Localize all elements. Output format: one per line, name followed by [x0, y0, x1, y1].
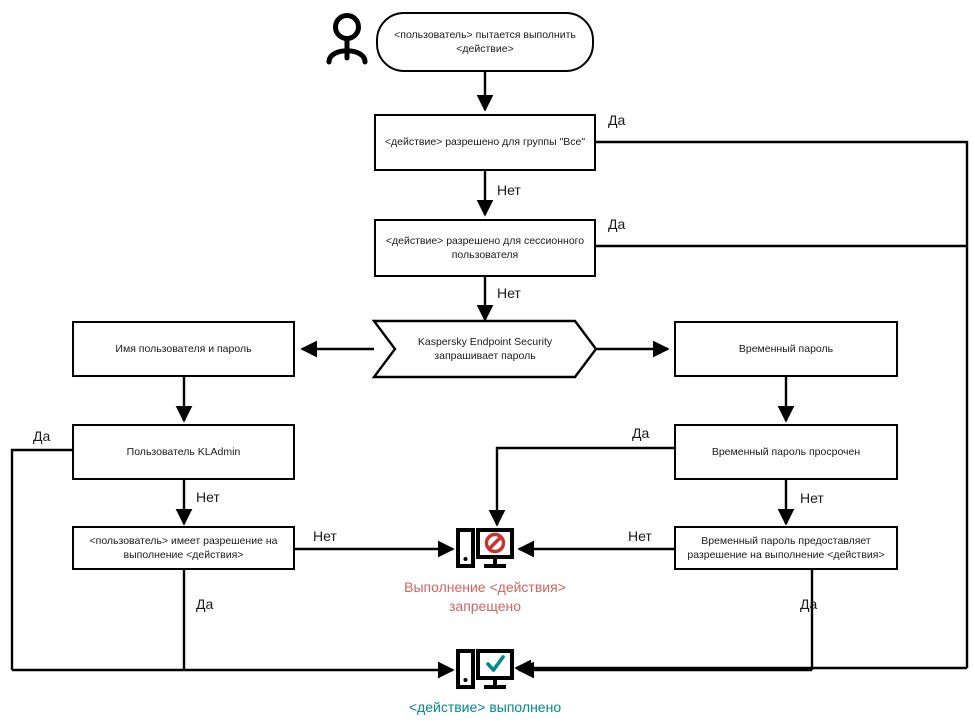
computer-allowed-icon: [456, 647, 514, 695]
edge-label-permission-no: Нет: [313, 528, 337, 544]
edge-label-grants-no: Нет: [628, 528, 652, 544]
edge-expired-yes-to-denied: [488, 446, 674, 527]
allowed-terminal-label-line1: <действие> выполнено: [408, 699, 562, 715]
node-temp-password-expired[interactable]: Временный пароль просрочен: [674, 424, 898, 480]
edge-label-grants-yes: Да: [800, 596, 818, 612]
node-allowed-everyone[interactable]: <действие> разрешено для группы "Все": [374, 114, 596, 171]
edge-label-session-no: Нет: [497, 285, 521, 301]
node-allowed-session-user-label: <действие> разрешено для сессионного пол…: [385, 234, 585, 261]
node-temp-password-expired-label: Временный пароль просрочен: [711, 445, 861, 458]
edge-label-kladmin-no: Нет: [196, 489, 220, 505]
edge-label-permission-yes: Да: [196, 596, 214, 612]
computer-denied-icon: [456, 526, 514, 574]
edge-label-expired-no: Нет: [800, 490, 824, 506]
node-start[interactable]: <пользователь> пытается выполнить <дейст…: [376, 12, 594, 72]
node-user-has-permission-label: <пользователь> имеет разрешение на выпол…: [89, 534, 278, 561]
node-temporary-password-label: Временный пароль: [738, 342, 834, 355]
allowed-terminal-label: <действие> выполнено: [385, 698, 585, 717]
node-temporary-password[interactable]: Временный пароль: [674, 321, 898, 377]
denied-terminal-label: Выполнение <действия> запрещено: [385, 578, 585, 616]
node-allowed-everyone-label: <действие> разрешено для группы "Все": [384, 136, 586, 149]
edge-everyone-yes-rail: [596, 140, 969, 668]
edge-label-session-yes: Да: [608, 216, 626, 232]
node-start-label: <пользователь> пытается выполнить <дейст…: [394, 28, 576, 55]
node-allowed-session-user[interactable]: <действие> разрешено для сессионного пол…: [374, 219, 596, 277]
node-kladmin-user[interactable]: Пользователь KLAdmin: [72, 424, 295, 480]
node-kes-asks-password[interactable]: Kaspersky Endpoint Security запрашивает …: [395, 321, 575, 377]
denied-terminal-label-line2: запрещено: [448, 597, 522, 614]
node-username-password-label: Имя пользователя и пароль: [115, 342, 252, 355]
node-temp-password-grants-label: Временный пароль предоставляет разрешени…: [687, 534, 885, 561]
node-temp-password-grants[interactable]: Временный пароль предоставляет разрешени…: [674, 526, 898, 570]
node-kes-asks-password-label: Kaspersky Endpoint Security запрашивает …: [417, 335, 553, 362]
edge-label-kladmin-yes: Да: [33, 428, 51, 444]
edge-label-everyone-no: Нет: [497, 182, 521, 198]
user-actor-icon: [322, 10, 372, 65]
edge-label-everyone-yes: Да: [608, 112, 626, 128]
node-user-has-permission[interactable]: <пользователь> имеет разрешение на выпол…: [72, 526, 295, 570]
node-kladmin-user-label: Пользователь KLAdmin: [126, 445, 241, 458]
denied-terminal-label-line1: Выполнение <действия>: [404, 579, 566, 595]
node-username-password[interactable]: Имя пользователя и пароль: [72, 321, 295, 377]
edge-label-expired-yes: Да: [632, 425, 650, 441]
edge-kladmin-yes-rail: [10, 448, 72, 670]
